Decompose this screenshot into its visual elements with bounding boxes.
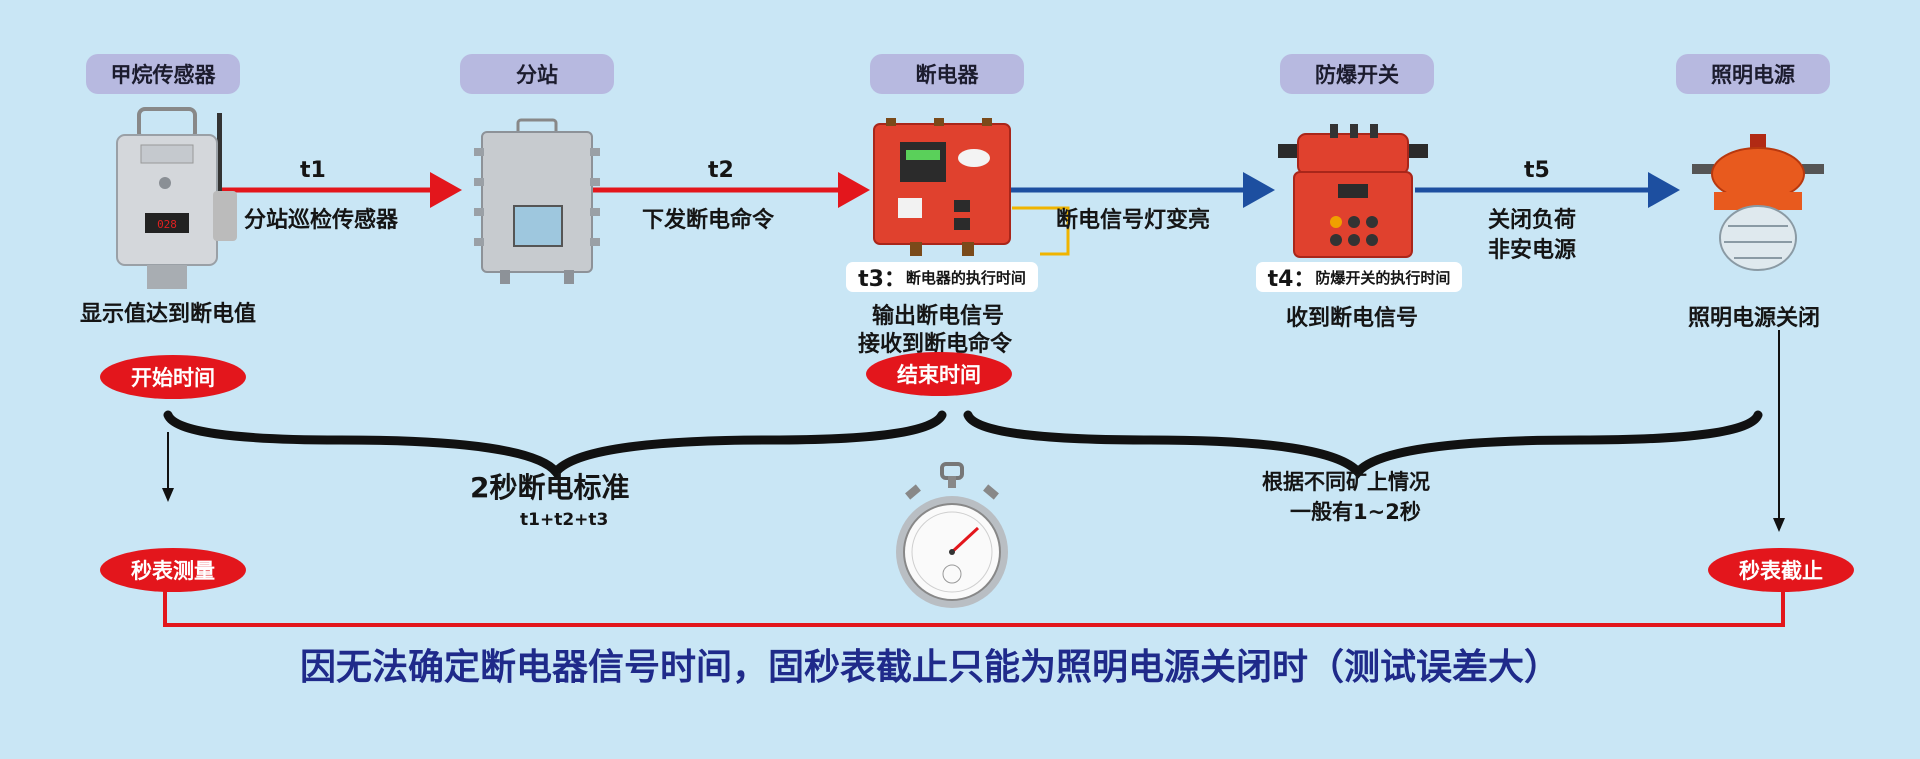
conclusion-text: 因无法确定断电器信号时间，固秒表截止只能为照明电源关闭时（测试误差大） [300, 647, 1561, 688]
arrow-t1-desc-label: 分站巡检传感器 [244, 208, 399, 233]
lighting-lamp-device-icon [1692, 134, 1824, 271]
stopwatch-icon [896, 462, 1008, 608]
station-label-substation: 分站 [460, 54, 614, 94]
t3-execution-tag: t3：断电器的执行时间 [846, 262, 1038, 292]
measure-timeline [163, 590, 1785, 627]
t4-execution-tag: t4：防爆开关的执行时间 [1256, 262, 1462, 292]
station-label-methane-sensor: 甲烷传感器 [86, 54, 240, 94]
mine-condition-line2: 一般有1~2秒 [1290, 500, 1421, 524]
arrow-t1-time-label: t1 [300, 158, 326, 183]
t3-tag-text: 断电器的执行时间 [905, 268, 1026, 287]
stopwatch-measure-marker: 秒表测量 [100, 548, 246, 592]
light-caption: 照明电源关闭 [1688, 306, 1821, 331]
two-second-standard-formula: t1+t2+t3 [520, 510, 609, 530]
relay-device-icon [873, 118, 1011, 256]
station-label-relay: 断电器 [870, 54, 1024, 94]
arrow-t3-desc-label: 断电信号灯变亮 [1056, 208, 1211, 233]
arrow-t2-desc-label: 下发断电命令 [642, 208, 775, 233]
right-brace [963, 410, 1763, 479]
stopwatch-stop-marker: 秒表截止 [1708, 548, 1854, 592]
arrow-t5-head [1648, 172, 1680, 208]
switch-caption: 收到断电信号 [1286, 306, 1419, 331]
substation-device-icon [474, 118, 600, 284]
arrow-t1-head [430, 172, 462, 208]
arrow-t5-desc-line2: 非安电源 [1488, 238, 1577, 263]
t4-tag-text: 防爆开关的执行时间 [1315, 268, 1451, 287]
left-brace [163, 410, 947, 480]
explosion-proof-switch-device-icon [1278, 124, 1428, 258]
methane-sensor-device-icon: 028 [116, 107, 237, 289]
t4-tag-key: t4： [1267, 267, 1316, 292]
arrow-t2-head [838, 172, 870, 208]
start-time-marker: 开始时间 [100, 355, 246, 399]
two-second-standard-title: 2秒断电标准 [470, 471, 630, 504]
end-time-marker: 结束时间 [866, 352, 1012, 396]
relay-caption-line1: 输出断电信号 [872, 304, 1005, 329]
arrow-t3-head [1243, 172, 1275, 208]
arrow-t2-time-label: t2 [708, 158, 734, 183]
mine-condition-line1: 根据不同矿上情况 [1262, 470, 1430, 494]
t3-tag-key: t3： [858, 267, 906, 292]
svg-text:028: 028 [157, 218, 177, 231]
station-label-lighting-power: 照明电源 [1676, 54, 1830, 94]
start-down-head [162, 488, 174, 502]
signal-light-pointer [1012, 206, 1070, 256]
station-label-explosion-switch: 防爆开关 [1280, 54, 1434, 94]
stop-down-head [1773, 518, 1785, 532]
sensor-caption: 显示值达到断电值 [80, 302, 257, 327]
arrow-t5-desc-line1: 关闭负荷 [1488, 208, 1577, 233]
arrow-t5-time-label: t5 [1524, 158, 1550, 183]
